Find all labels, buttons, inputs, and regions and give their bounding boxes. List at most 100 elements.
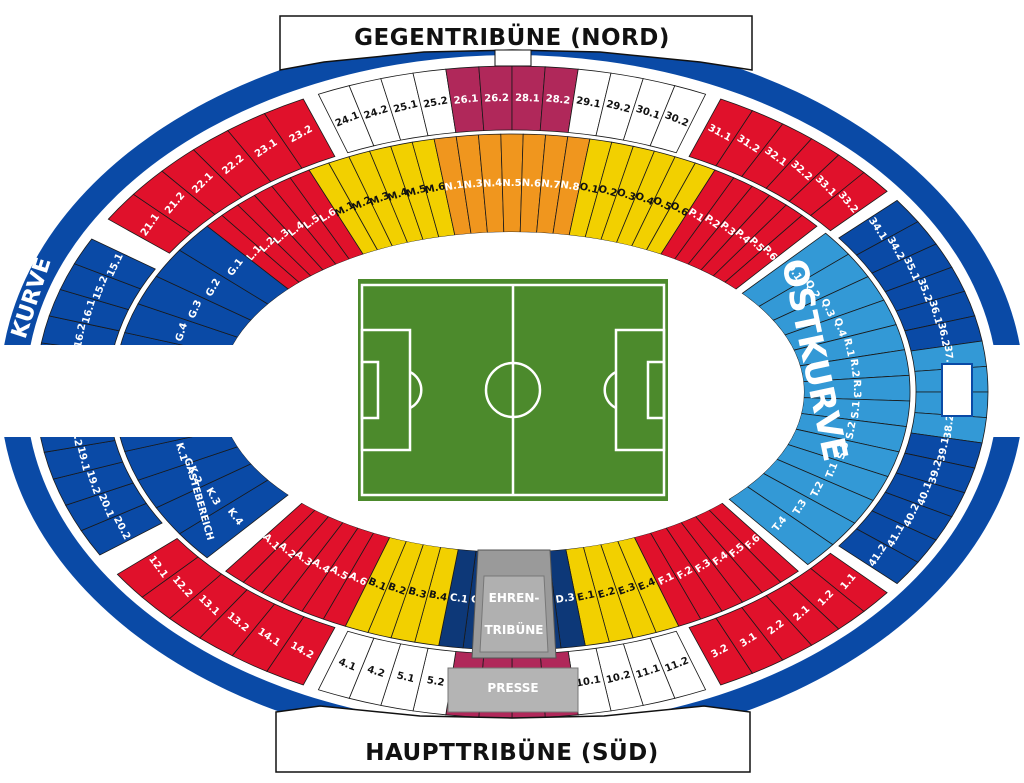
section-A-5[interactable]: A.5 bbox=[301, 527, 375, 620]
section-D-3[interactable]: D.3 bbox=[547, 548, 586, 649]
section-label: 26.2 bbox=[484, 93, 509, 105]
section-23-2[interactable]: 23.2 bbox=[263, 98, 336, 169]
section-A-6[interactable]: A.6 bbox=[322, 532, 391, 627]
section-23-1[interactable]: 23.1 bbox=[227, 113, 303, 183]
section-label: R.2 bbox=[848, 358, 861, 378]
north-title: GEGENTRIBÜNE (NORD) bbox=[354, 23, 670, 51]
section-L-2[interactable]: L.2 bbox=[221, 204, 312, 283]
section-29-1[interactable]: 29.1 bbox=[567, 68, 612, 137]
section-28-2[interactable]: 28.2 bbox=[539, 66, 579, 133]
section-31-1[interactable]: 31.1 bbox=[688, 98, 754, 167]
section-L-4[interactable]: L.4 bbox=[253, 185, 337, 271]
svg-text:TRIBÜNE: TRIBÜNE bbox=[484, 622, 543, 637]
section-4-1[interactable]: 4.1 bbox=[317, 630, 375, 699]
south-title: HAUPTTRIBÜNE (SÜD) bbox=[365, 738, 659, 766]
section-label: N.6 bbox=[522, 178, 542, 190]
north-title-banner: GEGENTRIBÜNE (NORD) bbox=[279, 15, 753, 71]
section-40-1[interactable]: 40.1 bbox=[884, 472, 966, 518]
section-2-1[interactable]: 2.1 bbox=[765, 582, 840, 646]
section-41-2[interactable]: 41.2 bbox=[838, 528, 919, 585]
west-entrance-gap bbox=[0, 345, 235, 437]
section-label: 5.1 bbox=[396, 670, 416, 685]
section-19-1[interactable]: 19.1 bbox=[43, 440, 124, 480]
east-gate-box bbox=[941, 363, 973, 417]
kurve-label-bottom-left: KURVE bbox=[186, 707, 272, 743]
section-35-2[interactable]: 35.2 bbox=[884, 266, 966, 312]
section-label: G.4 bbox=[174, 322, 190, 343]
section-33-2[interactable]: 33.2 bbox=[810, 171, 888, 232]
section-label: 38.2 bbox=[943, 414, 957, 440]
section-14-2[interactable]: 14.2 bbox=[266, 616, 336, 686]
section-C-1[interactable]: C.1 bbox=[438, 548, 477, 649]
section-22-2[interactable]: 22.2 bbox=[192, 129, 272, 198]
section-label: M.6 bbox=[424, 181, 447, 196]
section-O-3[interactable]: O.3 bbox=[600, 145, 655, 244]
section-16-2[interactable]: 16.2 bbox=[40, 315, 120, 353]
south-title-banner: HAUPTTRIBÜNE (SÜD) bbox=[275, 705, 751, 773]
section-28-1[interactable]: 28.1 bbox=[511, 65, 546, 132]
section-A-2[interactable]: A.2 bbox=[242, 509, 330, 594]
section-40-2[interactable]: 40.2 bbox=[871, 491, 953, 541]
section-5-2[interactable]: 5.2 bbox=[412, 647, 457, 716]
section-15-1[interactable]: 15.1 bbox=[73, 238, 156, 290]
svg-text:EHREN-: EHREN- bbox=[489, 591, 540, 605]
section-label: B.3 bbox=[407, 586, 428, 602]
section-11-1[interactable]: 11.1 bbox=[622, 637, 676, 706]
section-R-1[interactable]: R.1 bbox=[793, 324, 906, 367]
football-pitch bbox=[354, 275, 672, 505]
section-14-1[interactable]: 14.1 bbox=[231, 603, 305, 672]
section-29-2[interactable]: 29.2 bbox=[595, 72, 644, 141]
section-L-5[interactable]: L.5 bbox=[271, 177, 350, 265]
section-label: 28.1 bbox=[515, 93, 540, 105]
section-T-4[interactable]: T.4 bbox=[728, 486, 834, 566]
section-24-1[interactable]: 24.1 bbox=[317, 85, 375, 154]
section-N-3[interactable]: N.3 bbox=[455, 134, 488, 235]
section-12-2[interactable]: 12.2 bbox=[141, 556, 223, 620]
section-N-5[interactable]: N.5 bbox=[500, 133, 524, 233]
section-label: B.4 bbox=[428, 589, 448, 604]
section-30-2[interactable]: 30.2 bbox=[649, 85, 707, 154]
section-label: N.4 bbox=[483, 178, 503, 190]
section-M-1[interactable]: M.1 bbox=[308, 162, 379, 255]
section-label: 28.2 bbox=[545, 93, 571, 107]
section-label: D.3 bbox=[555, 592, 576, 606]
section-label: N.3 bbox=[463, 178, 483, 191]
section-13-1[interactable]: 13.1 bbox=[168, 573, 248, 639]
section-22-1[interactable]: 22.1 bbox=[161, 149, 243, 215]
presse-box: PRESSE bbox=[447, 667, 579, 713]
section-19-2[interactable]: 19.2 bbox=[52, 461, 134, 506]
ehrentribuene-box: EHREN- TRIBÜNE bbox=[471, 549, 557, 659]
section-label: 36.2 bbox=[935, 322, 951, 348]
section-label: 19.1 bbox=[75, 445, 91, 472]
section-label: 4.2 bbox=[366, 664, 386, 680]
section-label: S.2 bbox=[845, 421, 859, 441]
section-20-1[interactable]: 20.1 bbox=[65, 482, 147, 532]
section-N-7[interactable]: N.7 bbox=[536, 134, 569, 235]
section-34-1[interactable]: 34.1 bbox=[838, 199, 919, 256]
section-20-2[interactable]: 20.2 bbox=[80, 502, 163, 556]
section-label: O.2 bbox=[597, 184, 618, 200]
section-5-1[interactable]: 5.1 bbox=[380, 643, 429, 712]
section-label: 26.1 bbox=[453, 93, 479, 107]
section-label: S.1 bbox=[850, 400, 862, 419]
section-3-1[interactable]: 3.1 bbox=[715, 607, 784, 674]
section-label: E.2 bbox=[597, 586, 617, 601]
section-41-1[interactable]: 41.1 bbox=[855, 510, 937, 563]
section-label: 25.2 bbox=[423, 95, 449, 110]
section-P-6[interactable]: P.6 bbox=[724, 214, 818, 290]
svg-text:KURVE: KURVE bbox=[186, 707, 272, 743]
section-label: N.7 bbox=[541, 178, 561, 191]
section-label: C.1 bbox=[449, 592, 469, 606]
section-label: R.3 bbox=[851, 379, 862, 398]
section-Q-3[interactable]: Q.3 bbox=[772, 276, 885, 336]
section-L-3[interactable]: L.3 bbox=[237, 194, 324, 277]
section-Q-4[interactable]: Q.4 bbox=[784, 299, 897, 351]
section-3-2[interactable]: 3.2 bbox=[688, 617, 754, 686]
section-label: 29.1 bbox=[575, 95, 601, 110]
section-label: N.1 bbox=[444, 179, 465, 193]
section-12-1[interactable]: 12.1 bbox=[116, 537, 199, 598]
section-26-2[interactable]: 26.2 bbox=[478, 65, 513, 132]
section-26-1[interactable]: 26.1 bbox=[445, 66, 485, 133]
section-2-2[interactable]: 2.2 bbox=[741, 595, 813, 661]
